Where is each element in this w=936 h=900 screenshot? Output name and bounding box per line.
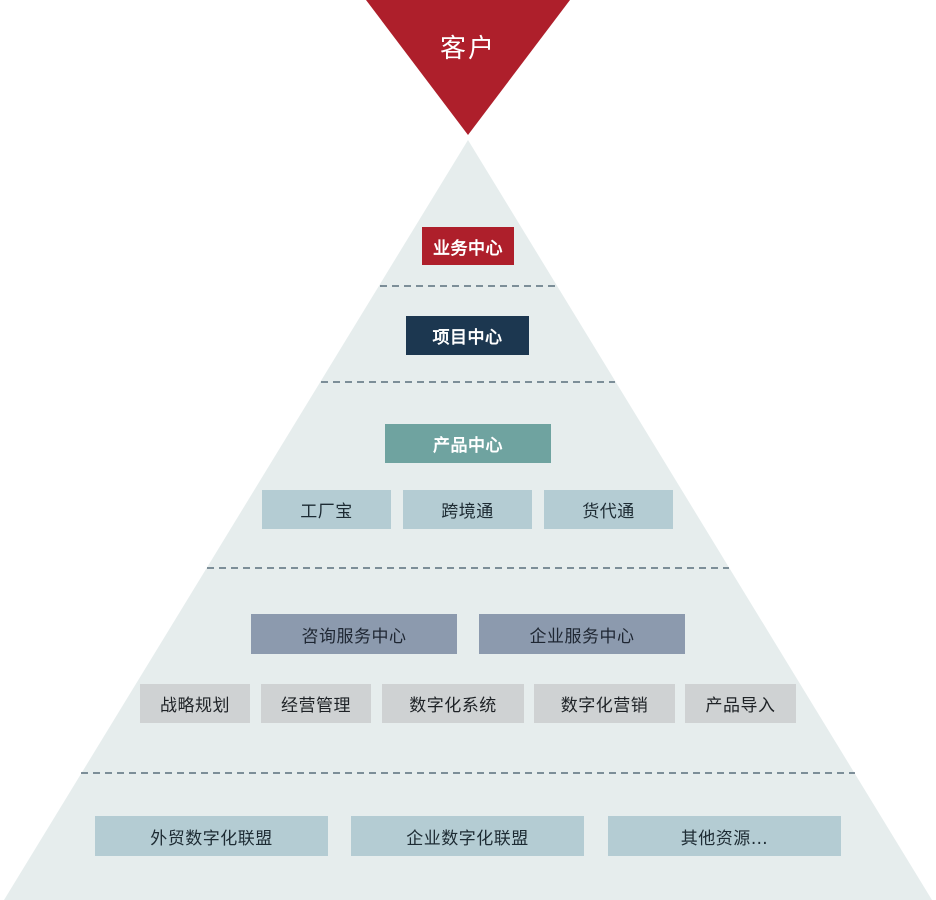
service-center-box-2: 企业服务中心 — [479, 614, 685, 654]
service-box-5: 产品导入 — [685, 684, 796, 723]
service-box-1: 战略规划 — [140, 684, 250, 723]
service-box-4: 数字化营销 — [534, 684, 675, 723]
product-box-2: 跨境通 — [403, 490, 532, 529]
product-box-1: 工厂宝 — [262, 490, 391, 529]
alliance-box-3: 其他资源… — [608, 816, 841, 856]
business-center-box: 业务中心 — [422, 227, 514, 265]
top-triangle — [366, 0, 570, 135]
product-box-3: 货代通 — [544, 490, 673, 529]
alliance-box-1: 外贸数字化联盟 — [95, 816, 328, 856]
service-center-box-1: 咨询服务中心 — [251, 614, 457, 654]
alliance-box-2: 企业数字化联盟 — [351, 816, 584, 856]
service-box-2: 经营管理 — [261, 684, 371, 723]
top-label: 客户 — [439, 33, 496, 64]
service-box-3: 数字化系统 — [382, 684, 524, 723]
product-center-box: 产品中心 — [385, 424, 551, 463]
project-center-box: 项目中心 — [406, 316, 529, 355]
